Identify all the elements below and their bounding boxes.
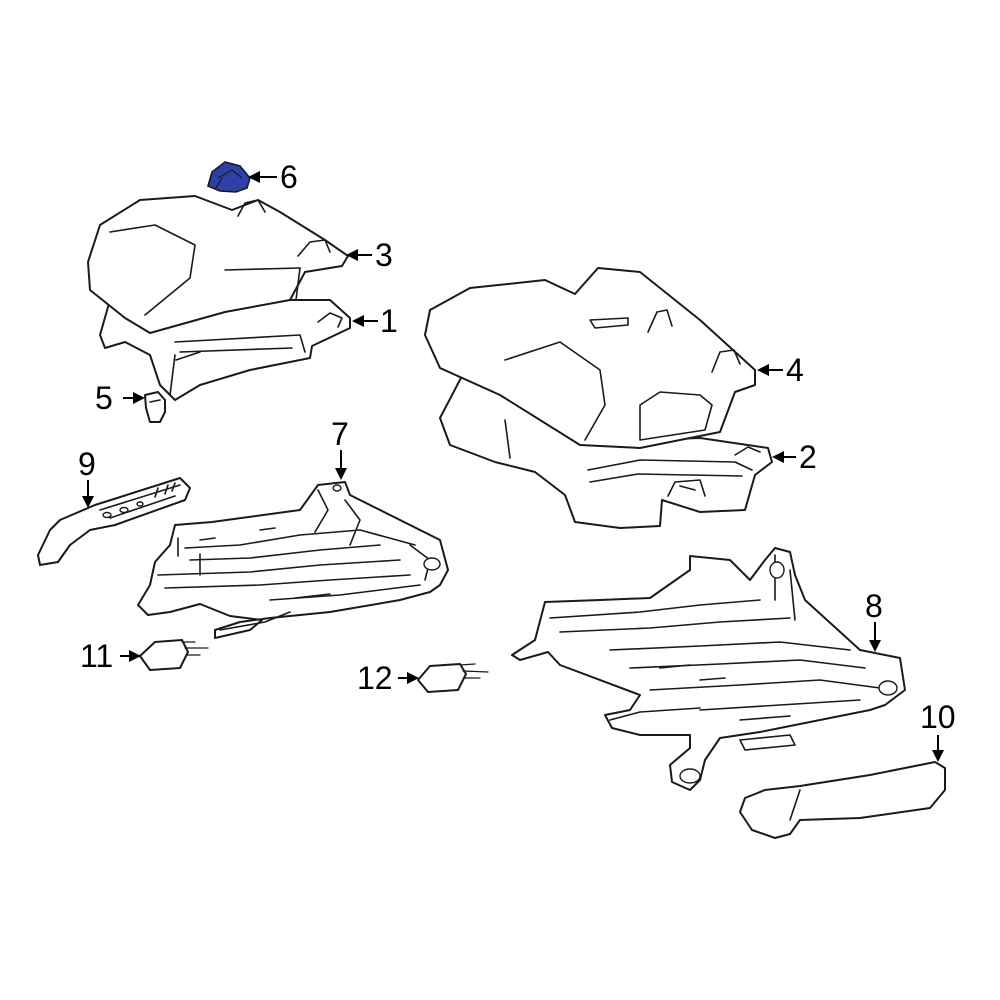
callout-9[interactable]: 9 (78, 446, 96, 482)
callout-2[interactable]: 2 (799, 439, 817, 475)
callout-6[interactable]: 6 (280, 159, 298, 195)
leader-lines (82, 171, 944, 762)
callout-4[interactable]: 4 (786, 352, 804, 388)
part-11-left-handle[interactable] (139, 639, 209, 671)
callout-labels: 6 3 1 5 4 2 7 9 8 10 11 12 (78, 159, 956, 735)
part-7-left-seat-frame[interactable] (137, 481, 449, 639)
callout-12[interactable]: 12 (357, 660, 393, 696)
callout-1[interactable]: 1 (380, 303, 398, 339)
part-12-right-handle[interactable] (417, 663, 489, 693)
callout-3[interactable]: 3 (375, 237, 393, 273)
part-10-right-side-trim[interactable] (739, 761, 946, 839)
part-4-right-cushion-cover[interactable] (424, 267, 756, 449)
callout-5[interactable]: 5 (95, 380, 113, 416)
part-9-left-side-trim[interactable] (37, 477, 191, 566)
callout-8[interactable]: 8 (865, 588, 883, 624)
part-3-left-cushion-cover[interactable] (87, 195, 349, 334)
part-5-clip[interactable] (144, 391, 166, 423)
part-6-highlighted-cap[interactable] (207, 161, 251, 193)
callout-11[interactable]: 11 (80, 638, 113, 674)
callout-10[interactable]: 10 (920, 699, 956, 735)
part-8-right-seat-frame[interactable] (511, 547, 906, 791)
callout-7[interactable]: 7 (331, 416, 349, 452)
